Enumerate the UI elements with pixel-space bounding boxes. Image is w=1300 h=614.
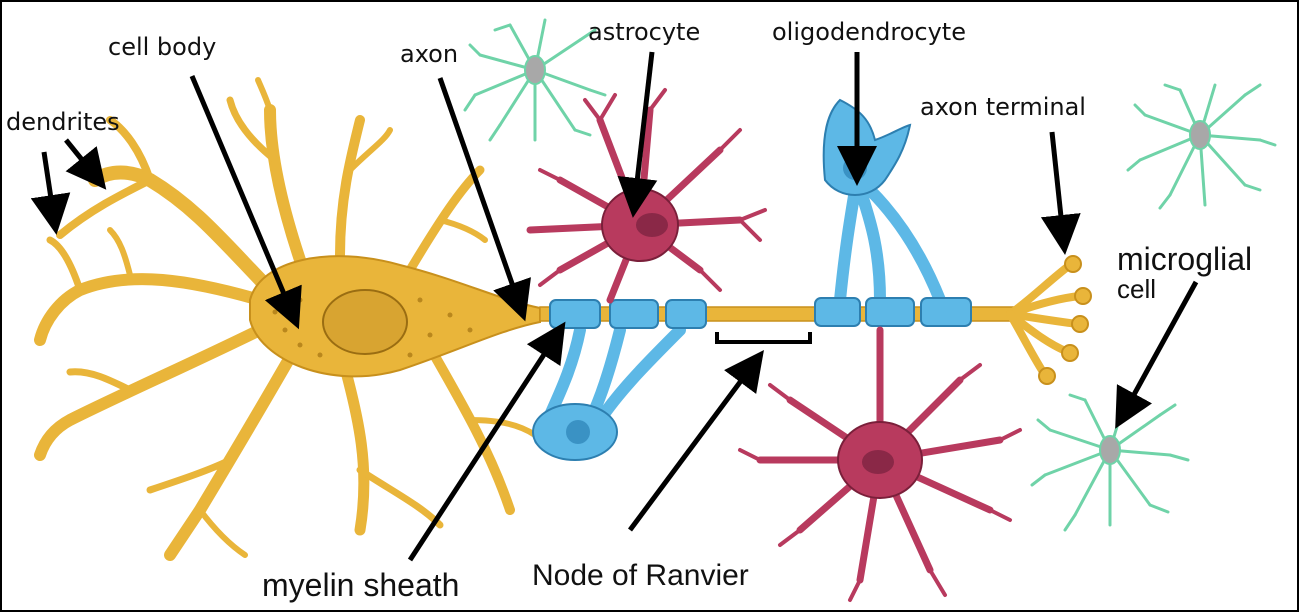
node-of-ranvier-bracket [715,332,812,344]
label-oligodendrocyte: oligodendrocyte [772,18,966,46]
arrow-myelin-sheath [407,321,566,562]
arrow-cell-body [189,75,302,330]
myelin-segment [549,299,601,329]
microglia-top [463,18,607,142]
arrow-axon [437,77,531,322]
arrow-dendrites-1 [30,151,71,235]
microglia-lower [1030,393,1190,532]
myelin-segment [920,297,972,327]
label-astrocyte: astrocyte [588,18,700,46]
arrow-astrocyte [617,51,658,218]
astrocyte-upper [526,88,767,304]
myelin-left [532,299,707,461]
nucleus-shape [322,289,408,355]
label-axon-terminal: axon terminal [920,93,1086,121]
arrow-axon-terminal [1040,131,1081,255]
arrows [30,51,1199,562]
label-axon: axon [400,40,458,68]
label-cell-body: cell body [108,33,216,61]
microglia-right [1126,83,1277,210]
label-microglial-line2: cell [1117,274,1156,304]
myelin-segment [814,297,861,327]
axon-terminal-bulbs [1038,255,1092,385]
myelin-segment [609,299,659,329]
myelin-segment [865,297,915,327]
myelin-segment [665,299,707,329]
arrow-dendrites-2 [64,138,107,190]
label-node-of-ranvier: Node of Ranvier [532,559,749,592]
label-microglial-line1: microglial [1117,241,1252,277]
myelin-right [814,98,972,327]
label-myelin-sheath: myelin sheath [262,567,459,603]
label-dendrites: dendrites [6,108,120,136]
arrow-microglial [1115,280,1199,429]
astrocyte-lower [738,326,1022,602]
arrow-node-of-ranvier [627,349,764,532]
